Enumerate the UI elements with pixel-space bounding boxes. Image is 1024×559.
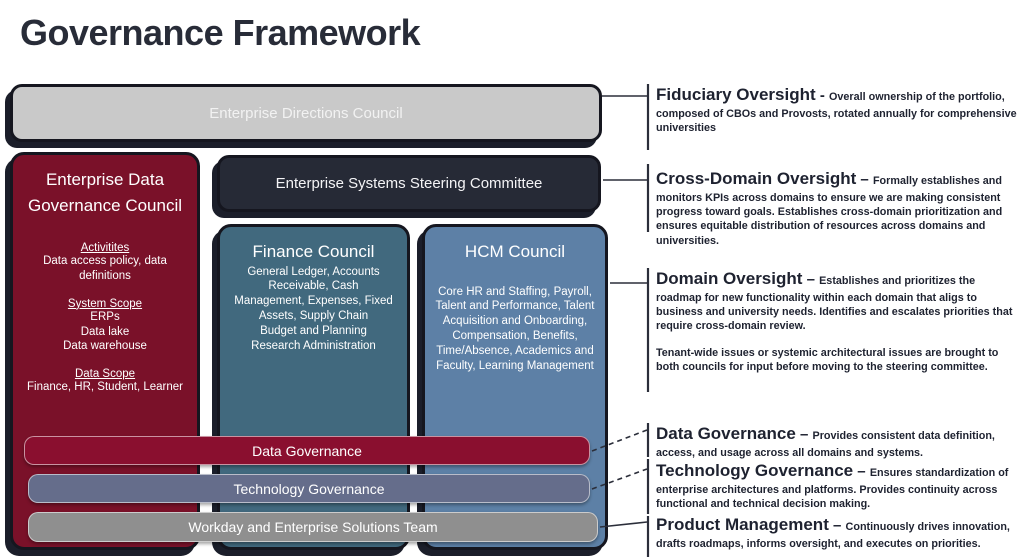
- workday-solutions-team-bar: Workday and Enterprise Solutions Team: [28, 512, 598, 542]
- annotation-domain-oversight: Domain Oversight – Establishes and prior…: [656, 268, 1018, 374]
- edgc-system-scope-line: Data lake: [80, 325, 130, 338]
- annotation-data-governance: Data Governance – Provides consistent da…: [656, 423, 1018, 460]
- steering-committee-box: Enterprise Systems Steering Committee: [217, 155, 601, 212]
- annotation-product-management: Product Management – Continuously drives…: [656, 514, 1018, 551]
- enterprise-directions-council-label: Enterprise Directions Council: [209, 104, 403, 122]
- hcm-council-body: Core HR and Staffing, Payroll, Talent an…: [435, 285, 595, 373]
- annotation-heading: Fiduciary Oversight: [656, 85, 816, 104]
- annotation-body: Formally establishes and monitors KPIs a…: [656, 175, 1003, 247]
- data-governance-bar: Data Governance: [24, 436, 590, 465]
- annotation-technology-governance: Technology Governance – Ensures standard…: [656, 460, 1018, 511]
- workday-solutions-team-bar-label: Workday and Enterprise Solutions Team: [188, 519, 438, 535]
- annotation-dash: –: [853, 463, 870, 480]
- finance-paragraph: Budget and Planning: [260, 325, 367, 338]
- annotation-dash: –: [795, 426, 813, 443]
- page-title: Governance Framework: [20, 12, 421, 53]
- steering-committee-label: Enterprise Systems Steering Committee: [275, 175, 543, 192]
- technology-governance-bar: Technology Governance: [28, 474, 590, 503]
- finance-council-title: Finance Council: [252, 242, 375, 261]
- annotation-dash: –: [802, 271, 820, 288]
- annotation-body-2: Tenant-wide issues or systemic architect…: [656, 346, 999, 374]
- finance-paragraph: Research Administration: [251, 340, 376, 353]
- edgc-activities-body: Data access policy, data definitions: [43, 254, 167, 282]
- annotation-heading: Domain Oversight: [656, 269, 803, 288]
- annotation-body: Continuously drives innovation, drafts r…: [656, 521, 1010, 550]
- edgc-data-scope-heading: Data Scope: [74, 368, 136, 381]
- edgc-activities-heading: Activitites: [80, 241, 130, 254]
- edgc-system-scope-line: ERPs: [90, 310, 120, 323]
- annotation-dash: –: [856, 171, 873, 188]
- enterprise-directions-council-box: Enterprise Directions Council: [10, 84, 602, 142]
- finance-paragraph: General Ledger, Accounts Receivable, Cas…: [234, 265, 393, 323]
- annotation-dash: -: [815, 87, 830, 104]
- annotation-cross-domain-oversight: Cross-Domain Oversight – Formally establ…: [656, 168, 1018, 248]
- edgc-title: Enterprise Data Governance Council: [27, 170, 183, 216]
- annotation-heading: Cross-Domain Oversight: [656, 169, 857, 188]
- annotation-body: Overall ownership of the portfolio, comp…: [656, 91, 1017, 134]
- data-governance-bar-label: Data Governance: [252, 442, 362, 459]
- edgc-system-scope-heading: System Scope: [67, 297, 143, 310]
- annotation-heading: Product Management: [656, 515, 829, 534]
- annotation-heading: Technology Governance: [656, 461, 854, 480]
- annotation-dash: –: [828, 517, 846, 534]
- annotation-fiduciary-oversight: Fiduciary Oversight - Overall ownership …: [656, 84, 1018, 135]
- annotation-body: Provides consistent data definition, acc…: [656, 430, 995, 459]
- annotation-body: Ensures standardization of enterprise ar…: [656, 467, 1009, 510]
- technology-governance-bar-label: Technology Governance: [233, 480, 385, 497]
- edgc-system-scope-line: Data warehouse: [63, 340, 147, 353]
- edgc-data-scope-body: Finance, HR, Student, Learner: [27, 381, 183, 394]
- hcm-council-title: HCM Council: [464, 242, 566, 261]
- annotation-body: Establishes and prioritizes the roadmap …: [656, 275, 1013, 333]
- annotation-heading: Data Governance: [656, 424, 796, 443]
